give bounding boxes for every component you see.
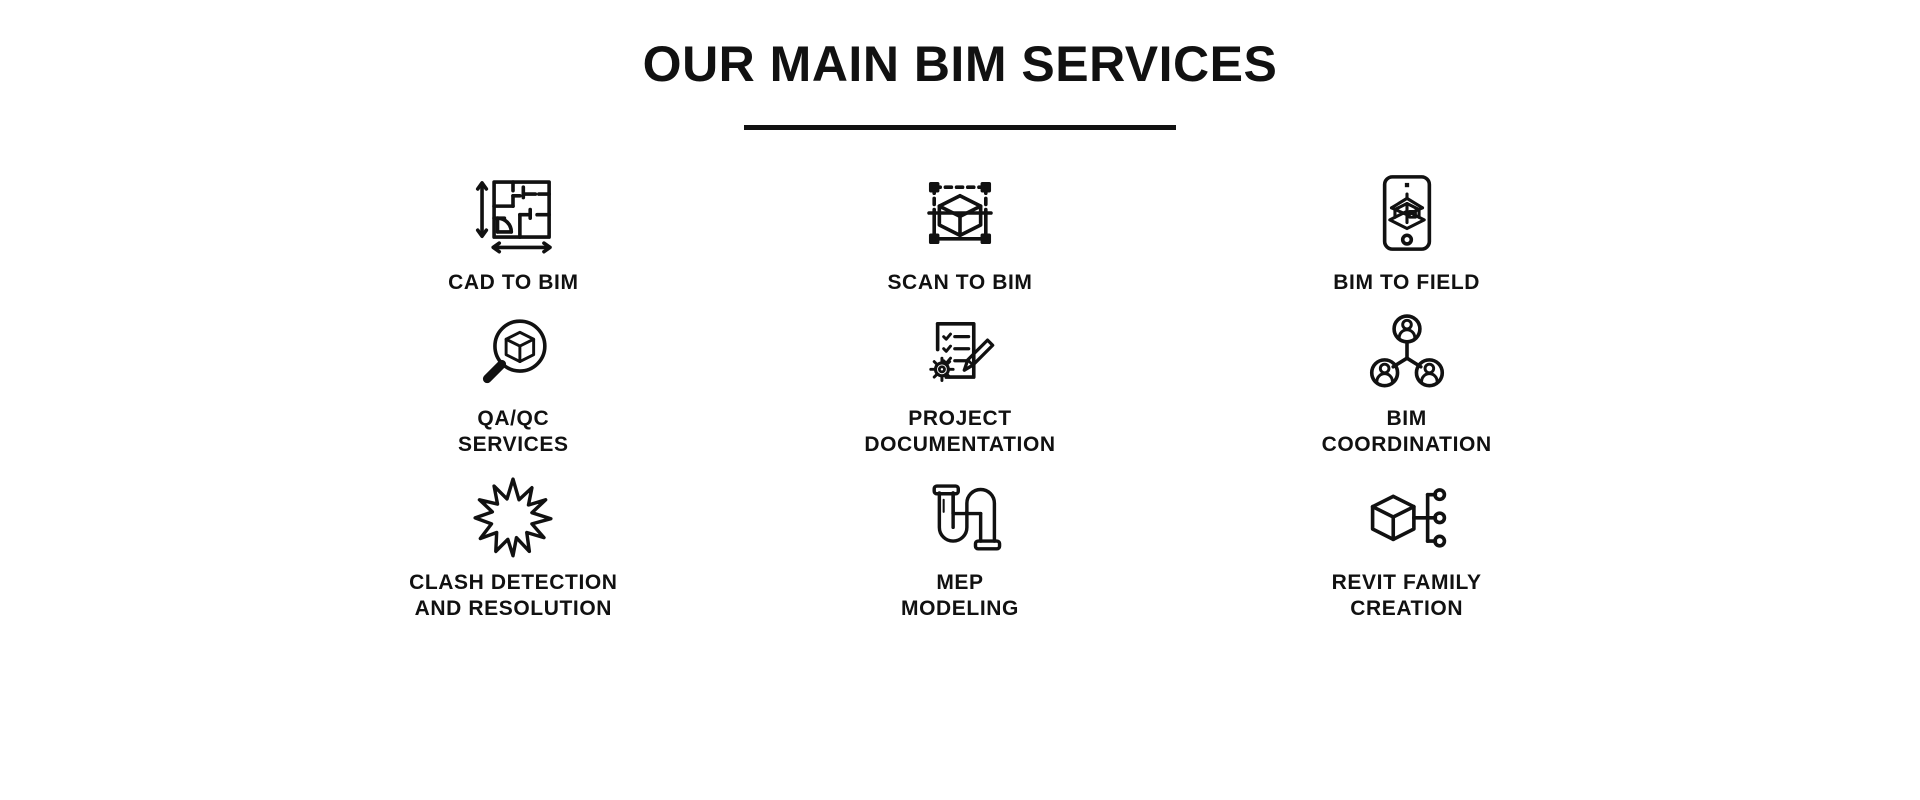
title-divider bbox=[744, 124, 1176, 130]
magnifier-cube-icon bbox=[470, 310, 556, 396]
service-label: CLASH DETECTION AND RESOLUTION bbox=[409, 570, 618, 620]
tablet-building-model-icon bbox=[1364, 170, 1450, 256]
service-card-revit-family-creation[interactable]: REVIT FAMILY CREATION bbox=[1183, 474, 1630, 622]
service-card-project-documentation[interactable]: PROJECT DOCUMENTATION bbox=[737, 310, 1184, 458]
service-label: QA/QC SERVICES bbox=[458, 406, 569, 456]
service-card-cad-to-bim[interactable]: CAD TO BIM bbox=[290, 170, 737, 296]
three-users-network-icon bbox=[1364, 310, 1450, 396]
service-label: CAD TO BIM bbox=[448, 270, 579, 294]
service-label: BIM TO FIELD bbox=[1333, 270, 1481, 294]
pipe-trap-plumbing-icon bbox=[917, 474, 1003, 560]
services-grid: CAD TO BIM bbox=[290, 130, 1630, 622]
cube-nodes-branch-icon bbox=[1364, 474, 1450, 560]
service-card-bim-to-field[interactable]: BIM TO FIELD bbox=[1183, 170, 1630, 296]
service-label: SCAN TO BIM bbox=[887, 270, 1033, 294]
floor-plan-dimensions-icon bbox=[470, 170, 556, 256]
page-header: OUR MAIN BIM SERVICES bbox=[0, 0, 1920, 130]
service-card-qa-qc-services[interactable]: QA/QC SERVICES bbox=[290, 310, 737, 458]
service-card-bim-coordination[interactable]: BIM COORDINATION bbox=[1183, 310, 1630, 458]
page-title: OUR MAIN BIM SERVICES bbox=[642, 36, 1278, 92]
service-label: PROJECT DOCUMENTATION bbox=[864, 406, 1056, 456]
starburst-collision-icon bbox=[470, 474, 556, 560]
service-card-clash-detection[interactable]: CLASH DETECTION AND RESOLUTION bbox=[290, 474, 737, 622]
service-card-mep-modeling[interactable]: MEP MODELING bbox=[737, 474, 1184, 622]
service-label: REVIT FAMILY CREATION bbox=[1331, 570, 1482, 620]
service-label: MEP MODELING bbox=[901, 570, 1019, 620]
checklist-pencil-gear-icon bbox=[917, 310, 1003, 396]
service-label: BIM COORDINATION bbox=[1321, 406, 1492, 456]
cube-scan-bounding-box-icon bbox=[917, 170, 1003, 256]
service-card-scan-to-bim[interactable]: SCAN TO BIM bbox=[737, 170, 1184, 296]
